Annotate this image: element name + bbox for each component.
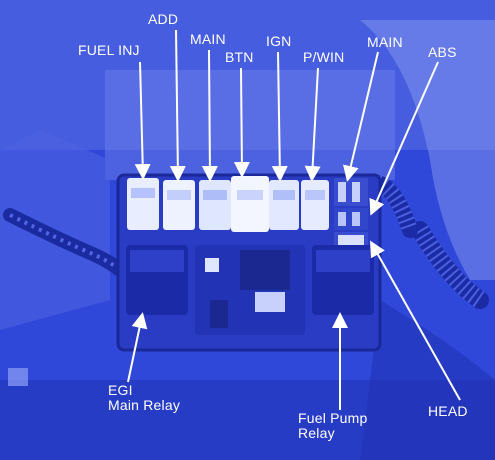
label-fuel-pump-relay: Fuel Pump Relay xyxy=(298,411,368,441)
fuse-main-left xyxy=(199,180,231,230)
label-egi-line1: EGI xyxy=(108,382,133,398)
label-egi-main-relay: EGI Main Relay xyxy=(108,383,180,413)
label-head: HEAD xyxy=(428,403,468,419)
label-egi-line2: Main Relay xyxy=(108,397,181,413)
label-main-left: MAIN xyxy=(190,31,226,47)
corner-patch xyxy=(8,368,28,386)
label-main-right: MAIN xyxy=(367,34,403,50)
label-abs: ABS xyxy=(428,44,457,60)
fuse-btn xyxy=(231,176,269,232)
label-fuel-pump-line2: Relay xyxy=(298,425,335,441)
hose-right xyxy=(360,20,495,280)
label-fuel-inj: FUEL INJ xyxy=(78,42,140,58)
label-btn: BTN xyxy=(225,49,254,65)
fuse-fuel-inj xyxy=(127,178,159,230)
fuse-add xyxy=(163,180,195,230)
engine-panel xyxy=(105,70,395,180)
lower-shadow xyxy=(0,380,495,460)
label-add: ADD xyxy=(148,11,179,27)
fuse-ign xyxy=(269,180,299,230)
fuse-pwin xyxy=(301,180,329,230)
label-fuel-pump-line1: Fuel Pump xyxy=(298,410,368,426)
label-pwin: P/WIN xyxy=(303,49,345,65)
label-ign: IGN xyxy=(266,33,292,49)
